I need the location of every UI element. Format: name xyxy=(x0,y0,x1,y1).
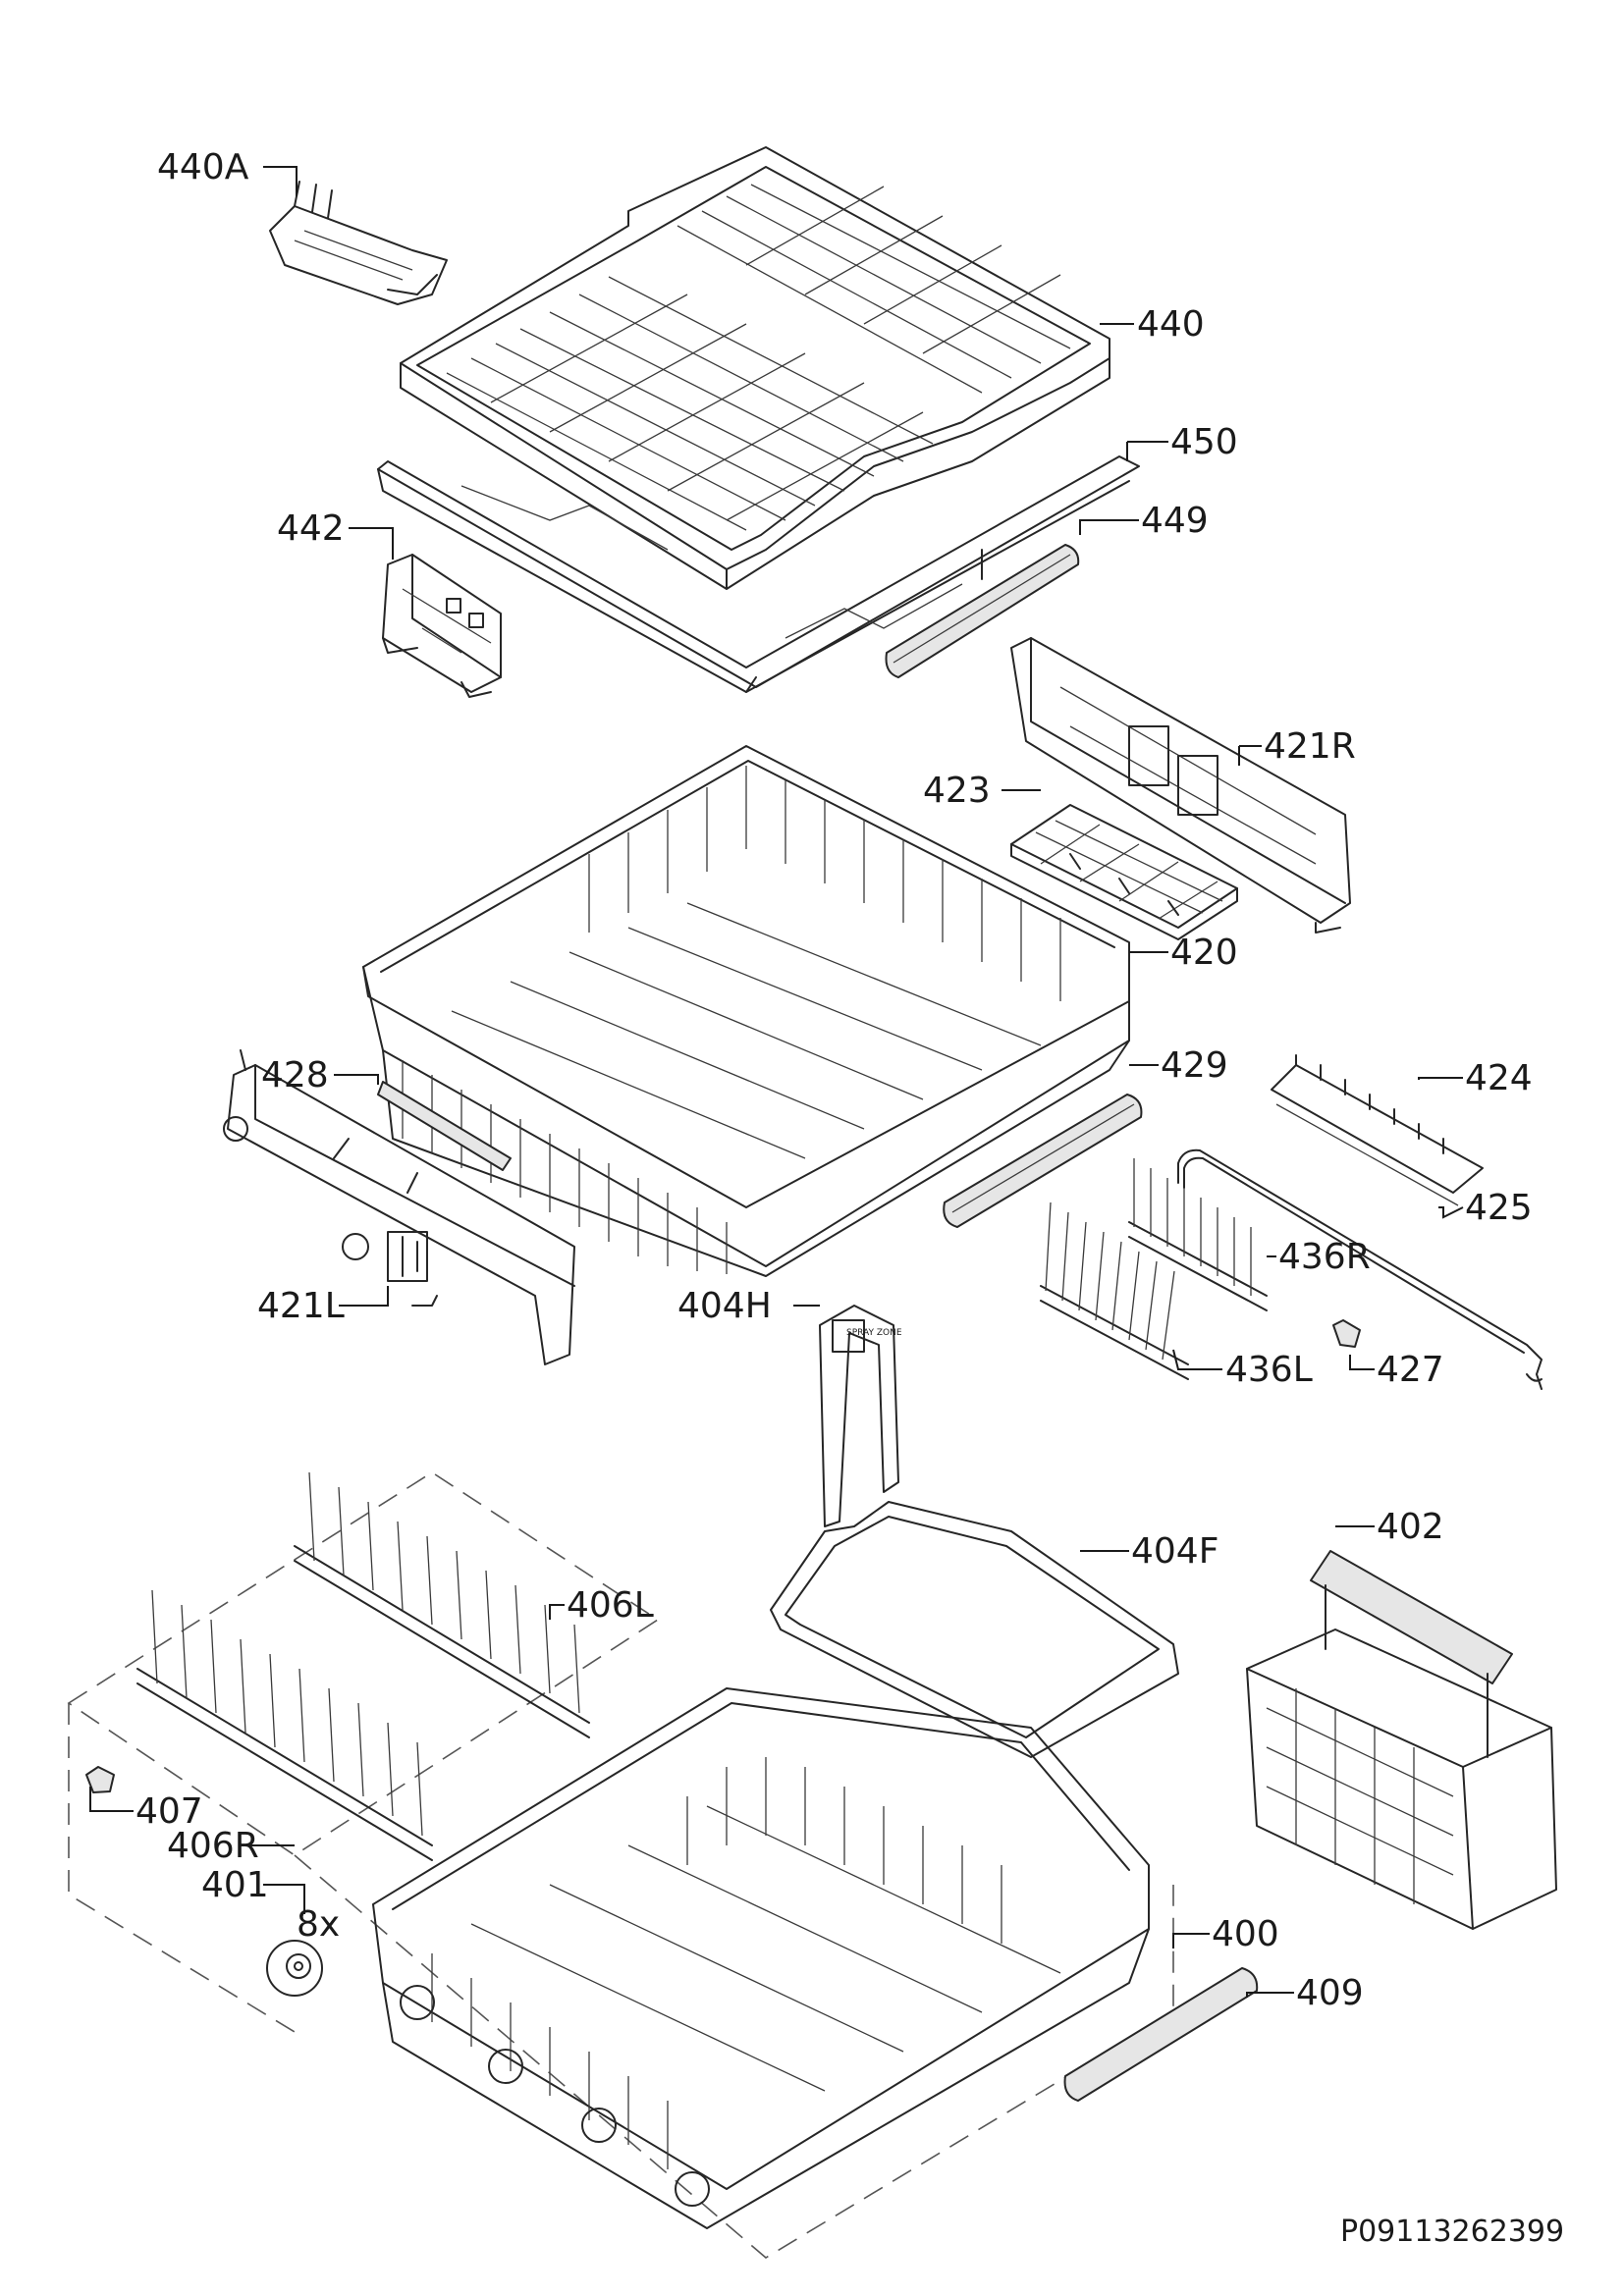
part-400-lower-basket xyxy=(372,1687,1150,2229)
part-407-small-clip xyxy=(85,1766,115,1793)
part-436L-small-rack xyxy=(1040,1201,1189,1380)
label-424: 424 xyxy=(1465,1058,1533,1098)
part-440A-clip xyxy=(269,181,448,305)
label-436R: 436R xyxy=(1278,1237,1371,1277)
label-442: 442 xyxy=(277,508,345,549)
label-409: 409 xyxy=(1296,1973,1364,2013)
part-427-small-clip xyxy=(1332,1319,1361,1348)
label-427: 427 xyxy=(1377,1350,1444,1390)
part-423-small-tray xyxy=(1010,804,1238,940)
part-442-side-clip xyxy=(382,554,502,698)
part-421L-rail-holder xyxy=(223,1049,575,1365)
label-425: 425 xyxy=(1465,1188,1533,1228)
part-421R-rail-holder xyxy=(1010,637,1351,934)
basket-wheels xyxy=(400,1985,710,2207)
label-407: 407 xyxy=(135,1791,203,1832)
handle-spray-zone-text: SPRAY ZONE xyxy=(846,1328,902,1338)
label-450: 450 xyxy=(1170,422,1238,462)
part-406L-rack xyxy=(294,1471,590,1738)
label-404H: 404H xyxy=(677,1286,772,1326)
label-400: 400 xyxy=(1212,1914,1279,1954)
part-401-wheel xyxy=(266,1940,323,1997)
part-450-rail-frame xyxy=(377,455,1140,693)
part-409-bar xyxy=(1063,1967,1259,2102)
part-440-cutlery-tray xyxy=(400,146,1110,590)
part-449-bar xyxy=(885,544,1080,678)
part-labels: 440A 440 450 442 449 421R 423 420 428 42… xyxy=(135,147,1564,2249)
drawing-code: P09113262399 xyxy=(1340,2215,1564,2249)
part-404H-handle: SPRAY ZONE xyxy=(819,1305,902,1527)
label-421R: 421R xyxy=(1264,726,1356,767)
label-429: 429 xyxy=(1161,1045,1228,1086)
part-402-cutlery-basket xyxy=(1246,1550,1557,1930)
label-449: 449 xyxy=(1141,501,1209,541)
label-406R: 406R xyxy=(167,1826,259,1866)
label-440: 440 xyxy=(1137,304,1205,345)
part-420-upper-basket xyxy=(362,745,1130,1277)
label-406L: 406L xyxy=(567,1585,654,1626)
part-425-wire xyxy=(1177,1148,1543,1390)
leader-lines xyxy=(89,166,1464,1998)
part-436R-small-rack xyxy=(1128,1158,1268,1311)
part-429-bar xyxy=(943,1094,1143,1228)
label-401-quantity: 8x xyxy=(297,1904,340,1945)
label-402: 402 xyxy=(1377,1507,1444,1547)
dashed-group-box xyxy=(67,1471,1174,2259)
label-401: 401 xyxy=(201,1865,269,1905)
label-420: 420 xyxy=(1170,933,1238,973)
label-436L: 436L xyxy=(1225,1350,1313,1390)
part-404F-frame xyxy=(770,1501,1179,1758)
label-423: 423 xyxy=(923,771,991,811)
label-428: 428 xyxy=(261,1055,329,1095)
label-440A: 440A xyxy=(157,147,249,187)
part-428-rod xyxy=(377,1081,512,1171)
label-404F: 404F xyxy=(1131,1531,1218,1572)
part-406R-rack xyxy=(136,1589,433,1861)
label-421L: 421L xyxy=(257,1286,345,1326)
part-424-clips xyxy=(1271,1054,1484,1206)
